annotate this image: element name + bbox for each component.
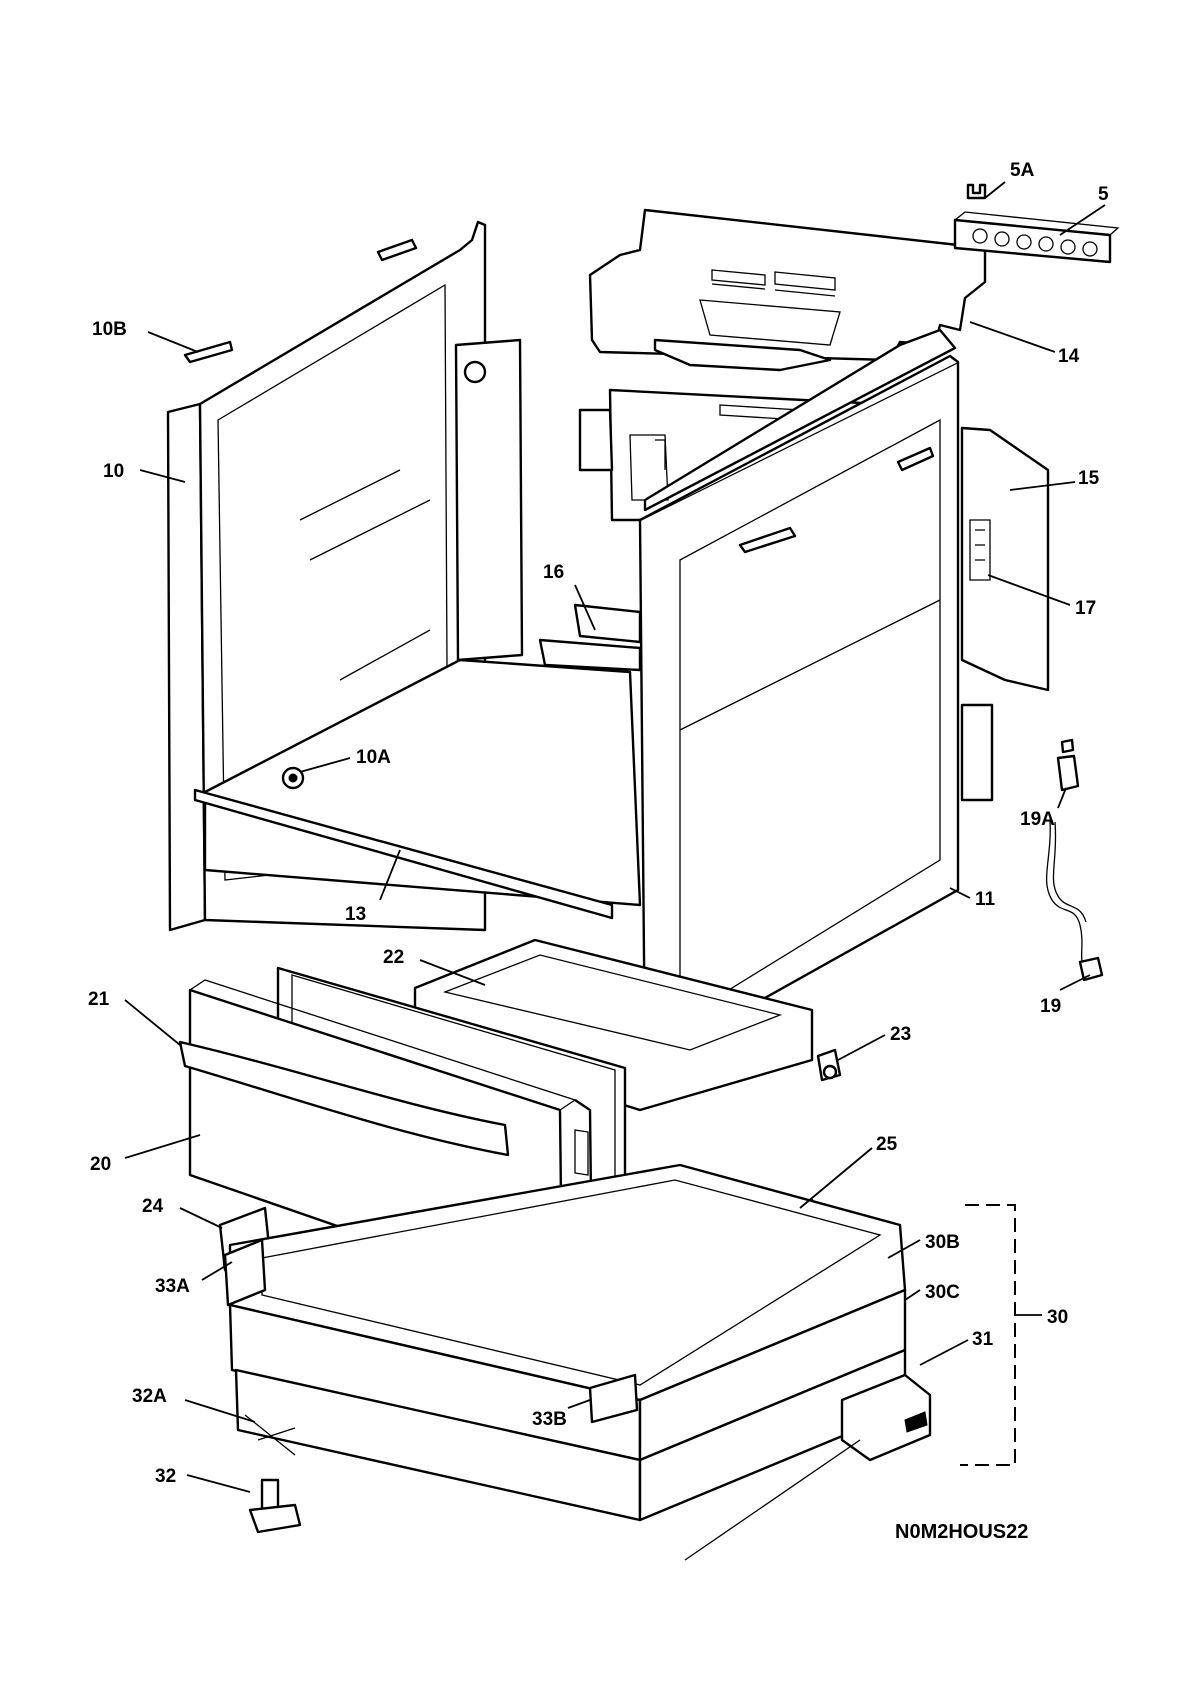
clip-23 bbox=[816, 1048, 842, 1082]
label-15: 15 bbox=[1078, 468, 1100, 489]
side-panel-right bbox=[638, 328, 960, 1067]
clip-5A bbox=[966, 183, 987, 200]
burner-bracket-31 bbox=[684, 1373, 932, 1561]
cord-clamp-19A bbox=[1056, 738, 1080, 792]
label-24: 24 bbox=[142, 1196, 164, 1217]
part-labels: 5A 5 10B 14 10 15 16 17 10A 19A 13 11 22… bbox=[88, 160, 1109, 1487]
label-30C: 30C bbox=[925, 1282, 960, 1303]
power-cord bbox=[1046, 819, 1104, 982]
label-32: 32 bbox=[155, 1466, 176, 1487]
leader-lines bbox=[124, 181, 1106, 1493]
group-bracket-30 bbox=[960, 1204, 1016, 1466]
label-33A: 33A bbox=[155, 1276, 190, 1297]
oven-floor bbox=[193, 603, 642, 920]
label-30B: 30B bbox=[925, 1232, 960, 1253]
bracket-10B bbox=[183, 238, 418, 364]
label-16: 16 bbox=[543, 562, 564, 583]
back-panel bbox=[588, 208, 987, 372]
foot-10A bbox=[281, 766, 305, 790]
label-31: 31 bbox=[972, 1329, 994, 1350]
label-11: 11 bbox=[975, 889, 996, 910]
label-22: 22 bbox=[383, 947, 404, 968]
label-5A: 5A bbox=[1010, 160, 1035, 181]
label-10B: 10B bbox=[92, 319, 127, 340]
label-10: 10 bbox=[103, 461, 124, 482]
base-frame bbox=[223, 1163, 907, 1522]
label-17: 17 bbox=[1075, 598, 1096, 619]
label-32A: 32A bbox=[132, 1386, 167, 1407]
label-5: 5 bbox=[1098, 184, 1109, 205]
burner-bar bbox=[953, 211, 1120, 264]
label-14: 14 bbox=[1058, 346, 1080, 367]
label-21: 21 bbox=[88, 989, 110, 1010]
label-33B: 33B bbox=[532, 1409, 567, 1430]
label-23: 23 bbox=[890, 1024, 911, 1045]
diagram-code: N0M2HOUS22 bbox=[895, 1521, 1028, 1543]
label-13: 13 bbox=[345, 904, 366, 925]
label-10A: 10A bbox=[356, 747, 391, 768]
label-30: 30 bbox=[1047, 1307, 1068, 1328]
leveler-foot bbox=[248, 1478, 302, 1534]
label-19: 19 bbox=[1040, 996, 1061, 1017]
label-19A: 19A bbox=[1020, 809, 1055, 830]
rear-bracket-right bbox=[960, 426, 1050, 802]
drawer-handle bbox=[178, 1040, 510, 1157]
label-25: 25 bbox=[876, 1134, 898, 1155]
label-20: 20 bbox=[90, 1154, 111, 1175]
